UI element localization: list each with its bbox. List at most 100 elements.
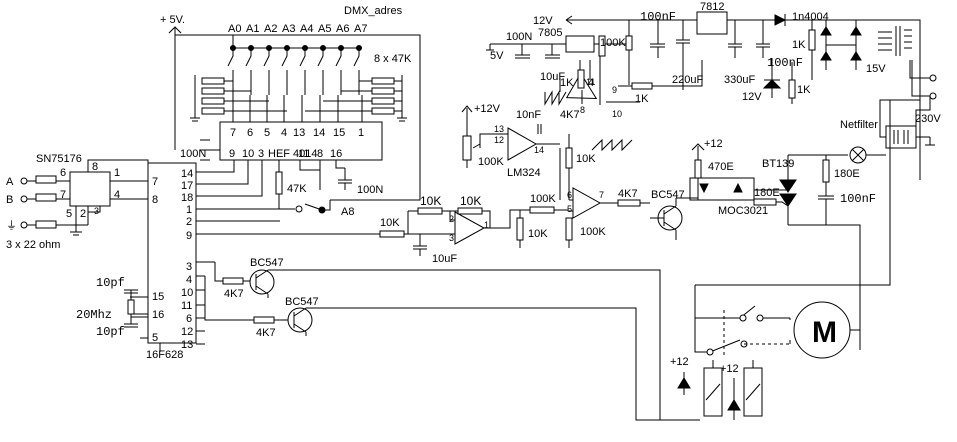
opamp-pin: 12	[494, 135, 504, 145]
r10k-d-label: 10K	[380, 217, 400, 229]
dmx-pin-label: A0	[228, 23, 241, 35]
terminal-b	[20, 195, 28, 203]
opamp-pin: 1	[484, 220, 489, 230]
terminal-a-label: A	[6, 176, 14, 188]
r180e-a	[753, 198, 777, 206]
r1k-d-label: 1K	[635, 93, 649, 105]
resistors-label: 3 x 22 ohm	[6, 239, 60, 251]
crystal-oscillator: 20Mhz 10pf 10pf	[76, 276, 148, 339]
r10k-b-label: 10K	[420, 194, 441, 208]
v12-out-label: 12V	[533, 15, 553, 27]
hef-pin: 15	[333, 127, 345, 139]
a8-switch: 47K A8 100N	[196, 160, 383, 218]
v12-label: 12V	[742, 91, 762, 103]
cap-10uf-b-label: 10uF	[432, 253, 457, 265]
hef-pin: 8	[317, 148, 323, 160]
reg7812	[696, 11, 728, 35]
pic-pin: 10	[181, 287, 193, 299]
r10k-a-label: 10K	[576, 153, 596, 165]
r1k-top	[625, 35, 633, 51]
resistor-22-c	[35, 220, 57, 229]
terminal-gnd-label: ⏚	[6, 219, 17, 232]
dmx-pin-label: A6	[336, 23, 349, 35]
cap-100n-a-label: 100N	[180, 148, 206, 160]
hef-pin: 14	[313, 127, 325, 139]
cap-100nf-a-label: 100nF	[640, 10, 676, 24]
cap-10pf-b-label: 10pf	[96, 325, 125, 339]
cap-100n-c-label: 100N	[506, 31, 532, 43]
crystal	[127, 299, 135, 315]
bc547-b-label: BC547	[250, 257, 284, 269]
bt139-label: BT139	[762, 158, 794, 170]
opamp-pin: 7	[599, 190, 604, 200]
r100k-d-label: 100K	[530, 193, 556, 205]
sn-pin: 8	[92, 161, 98, 173]
hef-pin: 7	[230, 127, 236, 139]
bridge-rectifier	[820, 20, 862, 70]
crystal-label: 20Mhz	[76, 308, 112, 322]
hef4014-body	[219, 121, 383, 161]
r47k-label: 47K	[287, 183, 307, 195]
r4k7-b	[617, 199, 641, 207]
reg7805-label: 7805	[538, 27, 562, 39]
r10k-d	[379, 230, 405, 238]
pic-pin: 15	[152, 291, 164, 303]
moc3021	[689, 177, 755, 201]
r10k-c-label: 10K	[460, 194, 481, 208]
opamp-pin: 2	[449, 214, 454, 224]
r180e-b-label: 180E	[834, 168, 860, 180]
hef-pin: 9	[229, 148, 235, 160]
sn-pin: 7	[60, 189, 66, 201]
hef-pin: 16	[330, 148, 342, 160]
dmx-pullup-resistors	[201, 77, 395, 115]
lm324-label: LM324	[507, 167, 541, 179]
cap-330uf-label: 330uF	[724, 74, 755, 86]
r1k-b	[808, 29, 816, 51]
v12-small-a: +12	[704, 138, 723, 150]
resistor-22-a	[35, 175, 57, 184]
sn-pin: 2	[80, 208, 86, 220]
dmx-resistors-label: 8 x 47K	[374, 53, 412, 65]
hef-pin: 3	[258, 148, 264, 160]
opamp-pin: 10	[612, 109, 622, 119]
r100k-b-label: 100K	[478, 156, 504, 168]
cap-100nf-c-label: 100nF	[840, 192, 876, 206]
v5-out-label: 5V	[490, 50, 504, 62]
a8-label: A8	[341, 206, 354, 218]
sn-pin: 1	[114, 167, 120, 179]
sn75176-label: SN75176	[36, 153, 82, 165]
r10k-c	[457, 207, 483, 215]
pic-pin: 11	[181, 300, 192, 312]
opamp-pin: 14	[534, 145, 544, 155]
r10k-ramp	[565, 147, 573, 169]
r180e-b	[822, 159, 830, 183]
bc547-a-label: BC547	[651, 189, 685, 201]
v12-small-c: +12	[720, 363, 739, 375]
dmx-pin-label: A5	[318, 23, 331, 35]
cap-10pf-a-label: 10pf	[96, 276, 125, 290]
motor-drivers: 4K7 BC547 4K7 BC547	[204, 257, 700, 421]
pic-pin: 5	[152, 332, 158, 344]
r100k-c	[565, 217, 573, 241]
rail-5v-label: + 5V.	[160, 14, 185, 26]
r47k	[275, 171, 283, 195]
sn-pin: 6	[60, 167, 66, 179]
opamp-pin: 5	[567, 204, 572, 214]
pic-pin: 7	[152, 176, 158, 188]
sn75176: SN75176 6 7 8 1 4 5 2 3 A B ⏚ 3 x 22 ohm	[6, 153, 149, 251]
r470e	[694, 159, 702, 179]
sn-pin: 4	[114, 189, 120, 201]
dmx-pin-label: A3	[282, 23, 295, 35]
r1k-d	[577, 69, 585, 89]
relays-and-motor: +12 +12 M	[670, 100, 891, 420]
pic-pin: 12	[181, 326, 193, 338]
pic-pin: 9	[186, 230, 192, 242]
cap-10nf-label: 10nF	[516, 109, 541, 121]
hef-pin: 4	[281, 127, 287, 139]
terminal-gnd	[20, 221, 28, 229]
cap-220uf-label: 220uF	[672, 74, 703, 86]
cap-100n-b-label: 100N	[357, 184, 383, 196]
hef4014-label: HEF 4014	[268, 148, 318, 160]
r1k-c	[788, 79, 796, 99]
opamp-pin: 11	[586, 77, 595, 87]
